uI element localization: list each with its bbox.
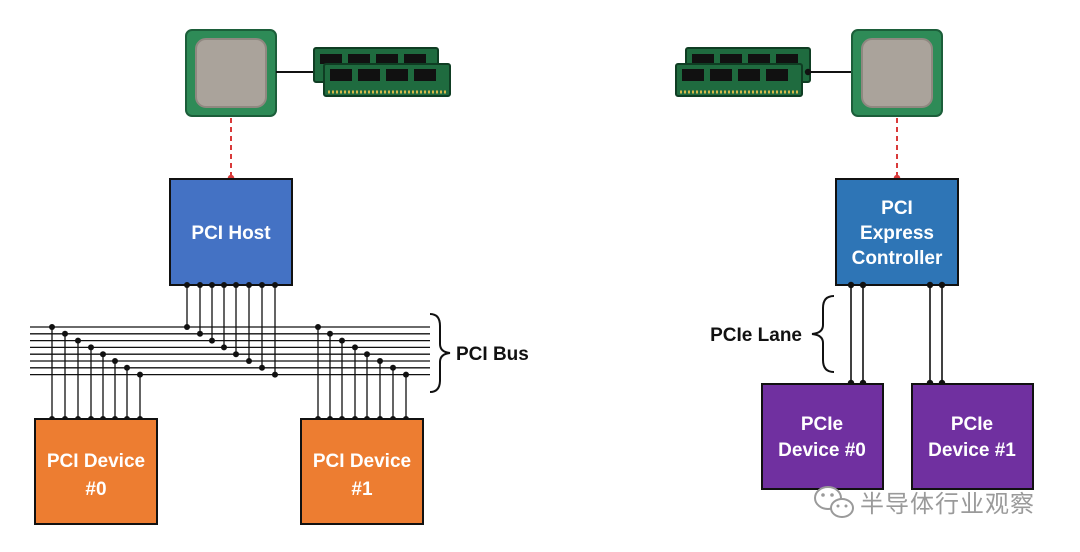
pci-host-wire-top-dot: [209, 282, 215, 288]
pci-device0-wire-bus-dot: [100, 351, 106, 358]
pcie-controller-label-line2: Express: [860, 223, 934, 244]
pci-host-wire-bus-dot: [221, 344, 227, 351]
pci-device0-wire-bus-dot: [124, 364, 130, 371]
pcie-device0-box: PCIe Device #0: [761, 383, 884, 490]
cpu-left-icon: [185, 29, 277, 117]
pcie-device0-label-line2: Device #0: [778, 440, 866, 461]
pci-host-label: PCI Host: [191, 223, 271, 244]
pcie-controller-label-line3: Controller: [852, 248, 943, 269]
pcie-diagram: PCI Express Controller PCIe Lane P: [675, 29, 1034, 490]
pci-device1-wire-bus-dot: [315, 324, 321, 330]
pci-device0-wire-bus-dot: [137, 371, 143, 378]
pci-device0-box: PCI Device #0: [34, 418, 158, 525]
pci-device1-wires: [315, 324, 409, 422]
pcie-device1-label-line2: Device #1: [928, 440, 1016, 461]
pci-host-wire-top-dot: [184, 282, 190, 288]
pci-device1-wire-bus-dot: [390, 364, 396, 371]
pci-bus-label: PCI Bus: [456, 344, 529, 365]
pci-device1-label-line2: #1: [351, 479, 373, 500]
pcie-device0-label-line1: PCIe: [801, 414, 843, 435]
pci-host-wire-bus-dot: [246, 358, 252, 364]
pci-device0-wire-bus-dot: [62, 330, 68, 337]
pci-host-box: PCI Host: [169, 178, 293, 286]
pci-device1-wire-bus-dot: [339, 337, 345, 344]
pci-device1-wire-bus-dot: [364, 351, 370, 358]
pcie-controller-label-line1: PCI: [881, 198, 913, 219]
cpu-right-icon: [851, 29, 943, 117]
pcie-lane-label: PCIe Lane: [710, 325, 802, 346]
pci-host-wire-top-dot: [197, 282, 203, 288]
pci-host-wire-top-dot: [233, 282, 239, 288]
pci-host-wire-bus-dot: [233, 351, 239, 358]
pcie-lane-brace: [811, 295, 835, 373]
pci-host-wire-top-dot: [259, 282, 265, 288]
pci-device0-label-line2: #0: [85, 479, 106, 500]
pci-device1-box: PCI Device #1: [300, 418, 424, 525]
pci-device0-wire-bus-dot: [75, 337, 81, 344]
pci-device1-label-line1: PCI Device: [313, 451, 411, 472]
pci-host-wire-bus-dot: [209, 337, 215, 344]
pci-device0-wire-bus-dot: [88, 344, 94, 351]
pci-device0-label-line1: PCI Device: [47, 451, 145, 472]
ram-right-icon: [675, 47, 811, 97]
pci-device1-wire-bus-dot: [377, 358, 383, 364]
pcie-controller-box: PCI Express Controller: [835, 178, 959, 286]
pci-host-wire-bus-dot: [197, 330, 203, 337]
pci-device0-wire-bus-dot: [49, 324, 55, 330]
watermark: 半导体行业观察: [814, 486, 1035, 518]
pci-device1-wire-bus-dot: [327, 330, 333, 337]
pci-bus-lines: [30, 326, 430, 376]
pcie-lane-1: [926, 281, 946, 387]
pci-host-wires: [184, 282, 278, 378]
pci-bus-brace: [429, 313, 451, 393]
pcie-device1-box: PCIe Device #1: [911, 383, 1034, 490]
pci-device0-wires: [49, 324, 143, 422]
pci-host-wire-bus-dot: [184, 324, 190, 330]
pci-host-wire-bus-dot: [259, 364, 265, 371]
pci-host-wire-top-dot: [221, 282, 227, 288]
pci-diagram: PCI Host PCI Bus PCI Device #0 PCI Devic…: [30, 29, 529, 525]
pci-device1-wire-bus-dot: [352, 344, 358, 351]
ram-left-icon: [313, 47, 451, 97]
pcie-device1-label-line1: PCIe: [951, 414, 993, 435]
pci-device0-wire-bus-dot: [112, 358, 118, 364]
watermark-text: 半导体行业观察: [860, 490, 1035, 518]
wechat-icon: [814, 486, 854, 518]
pci-host-wire-top-dot: [246, 282, 252, 288]
pci-host-wire-bus-dot: [272, 371, 278, 378]
pcie-lane-0: [847, 281, 867, 387]
pci-device1-wire-bus-dot: [403, 371, 409, 378]
pci-host-wire-top-dot: [272, 282, 278, 288]
